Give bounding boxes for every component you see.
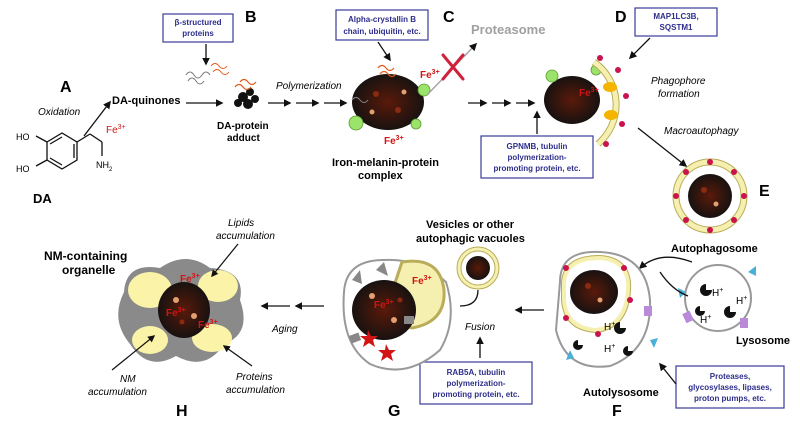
iron-melanin-label-2: complex: [358, 170, 404, 182]
beta-structured-box: [162, 13, 234, 43]
beta-structured-line-2: proteins: [182, 29, 214, 38]
autophagosome-to-autolysosome-arrow: [638, 256, 693, 270]
lysosome-h-plus-3: H+: [736, 295, 747, 307]
nm-organelle-label-2: organelle: [62, 263, 116, 277]
vesicles-label-1: Vesicles or other: [426, 219, 515, 231]
nm-fe3-1: Fe3+: [180, 273, 200, 285]
ho-top-label: HO: [16, 132, 30, 142]
stage-letter-a: A: [60, 79, 72, 96]
oxidation-arrow: [83, 100, 111, 137]
gpnmb-line-1: GPNMB, tubulin: [507, 142, 568, 151]
stage-letter-c: C: [443, 9, 455, 26]
proteins-label-1: Proteins: [236, 372, 273, 383]
autolysosome-h-plus-2: H+: [604, 343, 615, 355]
nm-pointer: [111, 335, 156, 371]
map1lc3b-box: [634, 7, 718, 37]
blocked-cross-icon: [441, 53, 465, 81]
lysosome-to-autolysosome-arrow: [659, 271, 689, 297]
nh2-label: NH2: [96, 160, 113, 173]
nm-fe3-2: Fe3+: [166, 307, 186, 319]
lysosome-h-plus-2: H+: [700, 314, 711, 326]
map1lc3b-line-1: MAP1LC3B,: [653, 12, 698, 21]
da-label: DA: [33, 191, 52, 206]
iron-melanin-label-1: Iron-melanin-protein: [332, 157, 439, 169]
lysosome-label: Lysosome: [736, 335, 790, 347]
iron-melanin-complex-glyph: [348, 64, 431, 131]
stage-letter-h: H: [176, 403, 188, 420]
vesicle-glyph: [456, 246, 500, 290]
nm-organelle-label-1: NM-containing: [44, 249, 127, 263]
map1lc3b-arrow: [628, 37, 651, 60]
lipids-pointer: [211, 243, 239, 278]
nm-acc-label-1: NM: [120, 374, 136, 385]
proteases-box: [675, 365, 785, 409]
gpnmb-box: [480, 135, 594, 179]
stage-letter-f: F: [612, 403, 622, 420]
da-quinones-label: DA-quinones: [112, 95, 180, 107]
autolysosome-label: Autolysosome: [583, 387, 659, 399]
phagophore-fe3: Fe3+: [579, 87, 599, 99]
stage-letter-d: D: [615, 9, 627, 26]
fusion-label: Fusion: [465, 322, 495, 333]
proteases-arrow: [659, 362, 677, 385]
autophagosome-label: Autophagosome: [671, 243, 758, 255]
phagophore-label-1: Phagophore: [651, 76, 706, 87]
map1lc3b-line-2: SQSTM1: [660, 23, 693, 32]
dopamine-molecule: [35, 132, 103, 170]
alpha-crystallin-arrow: [377, 41, 391, 62]
ho-bottom-label: HO: [16, 164, 30, 174]
oxidation-label: Oxidation: [38, 107, 81, 118]
complex-fe3-top: Fe3+: [420, 69, 440, 81]
alpha-crystallin-line-1: Alpha-crystallin B: [348, 15, 416, 24]
proteasome-label: Proteasome: [471, 22, 545, 37]
lipids-label-2: accumulation: [216, 231, 275, 242]
complex-fe3-bottom: Fe3+: [384, 135, 404, 147]
da-protein-label-2: adduct: [227, 133, 260, 144]
proteases-line-3: proton pumps, etc.: [694, 394, 766, 403]
rab5a-line-1: RAB5A, tubulin: [447, 368, 506, 377]
phagophore-label-2: formation: [658, 89, 700, 100]
beta-structured-line-1: β-structured: [174, 18, 221, 27]
alpha-crystallin-line-2: chain, ubiquitin, etc.: [343, 27, 420, 36]
macroautophagy-arrow: [637, 127, 688, 167]
polymerization-label: Polymerization: [276, 81, 342, 92]
autolysosome-glyph: [554, 250, 658, 368]
organelle-g-fe3-2: Fe3+: [412, 275, 432, 287]
lysosome-h-plus-1: H+: [712, 287, 723, 299]
alpha-crystallin-box: [335, 9, 429, 41]
nm-acc-label-2: accumulation: [88, 387, 147, 398]
proteases-line-2: glycosylases, lipases,: [688, 383, 772, 392]
proteins-pointer: [222, 345, 253, 367]
organelle-g-fe3-1: Fe3+: [374, 299, 394, 311]
organelle-g-glyph: [342, 258, 452, 371]
autophagosome-glyph: [672, 158, 748, 234]
phagophore-glyph: [544, 55, 629, 147]
proteases-line-1: Proteases,: [710, 372, 750, 381]
stage-letter-g: G: [388, 403, 400, 420]
beta-protein-glyph: [185, 63, 230, 85]
vesicle-fusion-curve: [459, 289, 479, 307]
nm-fe3-3: Fe3+: [198, 319, 218, 331]
aging-label: Aging: [271, 324, 298, 335]
da-protein-label-1: DA-protein: [217, 121, 269, 132]
rab5a-line-3: promoting protein, etc.: [432, 390, 519, 399]
stage-letter-e: E: [759, 183, 770, 200]
proteins-label-2: accumulation: [226, 385, 285, 396]
stage-letter-b: B: [245, 9, 257, 26]
fe3-ion-label: Fe3+: [106, 124, 126, 136]
gpnmb-line-3: promoting protein, etc.: [493, 164, 580, 173]
vesicles-label-2: autophagic vacuoles: [416, 233, 525, 245]
gpnmb-line-2: polymerization-: [507, 153, 566, 162]
rab5a-line-2: polymerization-: [446, 379, 505, 388]
macroautophagy-label: Macroautophagy: [664, 126, 739, 137]
rab5a-box: [419, 361, 533, 405]
autolysosome-h-plus-1: H+: [604, 321, 615, 333]
da-protein-adduct-glyph: [234, 78, 259, 109]
lipids-label-1: Lipids: [228, 218, 254, 229]
